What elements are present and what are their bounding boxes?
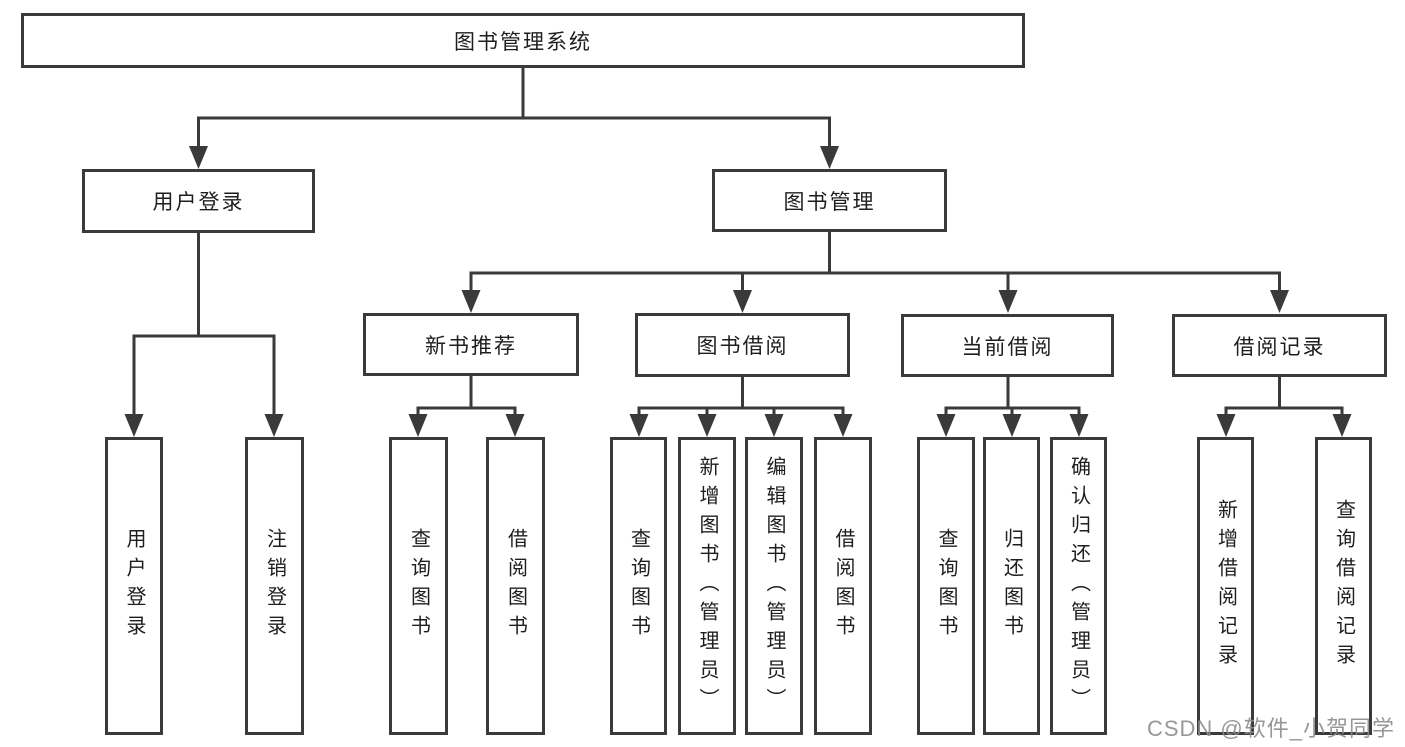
node-library-management-system: 图书管理系统 bbox=[21, 13, 1025, 68]
node-label: 确认归还（管理员） bbox=[1067, 455, 1090, 717]
node-label: 注销登录 bbox=[263, 528, 286, 644]
leaf-borrow-books: 借阅图书 bbox=[814, 437, 872, 735]
leaf-user-login: 用户登录 bbox=[105, 437, 163, 735]
node-label: 新书推荐 bbox=[425, 334, 517, 358]
node-new-book-recommendation: 新书推荐 bbox=[363, 313, 579, 376]
node-book-borrowing: 图书借阅 bbox=[635, 313, 850, 377]
leaf-edit-books-admin: 编辑图书（管理员） bbox=[745, 437, 803, 735]
leaf-query-borrow-record: 查询借阅记录 bbox=[1315, 437, 1372, 735]
node-label: 图书管理系统 bbox=[454, 30, 592, 54]
node-label: 图书借阅 bbox=[696, 335, 789, 358]
node-label: 新增图书（管理员） bbox=[696, 455, 718, 717]
leaf-borrow-books-recommend: 借阅图书 bbox=[486, 437, 545, 735]
node-label: 新增借阅记录 bbox=[1214, 499, 1237, 673]
node-borrowing-records: 借阅记录 bbox=[1172, 314, 1387, 377]
leaf-query-books-recommend: 查询图书 bbox=[389, 437, 448, 735]
leaf-query-books-current: 查询图书 bbox=[917, 437, 975, 735]
node-label: 借阅图书 bbox=[832, 528, 854, 644]
leaf-confirm-return-admin: 确认归还（管理员） bbox=[1050, 437, 1107, 735]
node-label: 查询借阅记录 bbox=[1332, 499, 1355, 673]
node-label: 借阅记录 bbox=[1233, 335, 1326, 359]
csdn-watermark: CSDN @软件_小贺同学 bbox=[1146, 716, 1395, 741]
leaf-add-books-admin: 新增图书（管理员） bbox=[678, 437, 736, 735]
node-label: 查询图书 bbox=[407, 528, 430, 644]
node-label: 用户登录 bbox=[123, 528, 145, 644]
node-label: 用户登录 bbox=[152, 191, 245, 214]
leaf-return-books: 归还图书 bbox=[983, 437, 1040, 735]
leaf-query-books-borrowing: 查询图书 bbox=[610, 437, 667, 735]
arrowheads bbox=[124, 146, 1352, 437]
leaf-logout: 注销登录 bbox=[245, 437, 304, 735]
node-current-borrowing: 当前借阅 bbox=[901, 314, 1114, 377]
leaf-add-borrow-record: 新增借阅记录 bbox=[1197, 437, 1254, 735]
node-label: 归还图书 bbox=[1000, 528, 1023, 644]
node-label: 查询图书 bbox=[627, 528, 650, 644]
node-label: 查询图书 bbox=[935, 528, 957, 644]
node-label: 借阅图书 bbox=[504, 528, 527, 644]
node-label: 当前借阅 bbox=[961, 335, 1054, 359]
node-label: 图书管理 bbox=[783, 190, 876, 214]
node-user-login-branch: 用户登录 bbox=[82, 169, 315, 233]
node-book-management-branch: 图书管理 bbox=[712, 169, 947, 232]
node-label: 编辑图书（管理员） bbox=[763, 455, 785, 717]
